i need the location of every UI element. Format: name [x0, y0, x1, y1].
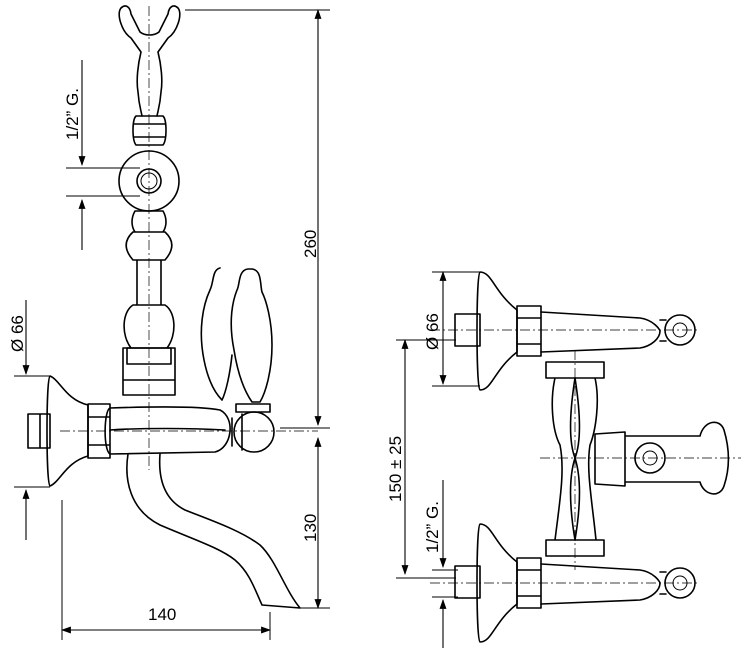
- column-upper: [123, 210, 175, 365]
- lever-base: [235, 403, 271, 413]
- lower-hex-nut: [516, 557, 542, 609]
- central-body: [545, 361, 605, 557]
- dim-flange-diameter-left: Ø 66: [8, 315, 27, 352]
- dim-spout-reach: 140: [148, 605, 176, 624]
- lower-inlet-pipe: [454, 565, 481, 599]
- upper-inlet-pipe: [454, 313, 481, 347]
- dim-flange-diameter-right: Ø 66: [423, 313, 442, 350]
- upper-flange: [476, 271, 518, 391]
- front-view-mixer: [27, 5, 318, 609]
- top-view-mixer: [430, 271, 741, 643]
- mixer-body: [104, 406, 231, 455]
- top-view-dimensions: Ø 66 150 ± 25 1/2” G.: [386, 271, 480, 648]
- diverter-outlet: [594, 421, 730, 495]
- lever-cap: [233, 411, 275, 453]
- bath-spout: [126, 453, 301, 609]
- lower-arm: [540, 563, 661, 605]
- upper-hex-nut: [516, 305, 542, 357]
- lever-handle-rear: [200, 267, 233, 401]
- front-view-dimensions: 260 130 140 Ø 66 1/2” G.: [8, 9, 330, 640]
- left-hex-nut: [87, 403, 111, 459]
- hook-collar: [132, 115, 167, 146]
- dim-center-distance: 150 ± 25: [386, 436, 405, 502]
- dim-thread-left: 1/2” G.: [63, 88, 82, 140]
- lever-handle-front: [230, 268, 273, 403]
- dim-height-total: 260: [301, 230, 320, 258]
- left-flange: [46, 375, 89, 487]
- shower-hook: [118, 5, 181, 117]
- upper-arm: [540, 311, 661, 353]
- left-inlet-pipe: [27, 413, 51, 449]
- dim-thread-right: 1/2” G.: [423, 501, 442, 553]
- dim-height-spout: 130: [301, 514, 320, 542]
